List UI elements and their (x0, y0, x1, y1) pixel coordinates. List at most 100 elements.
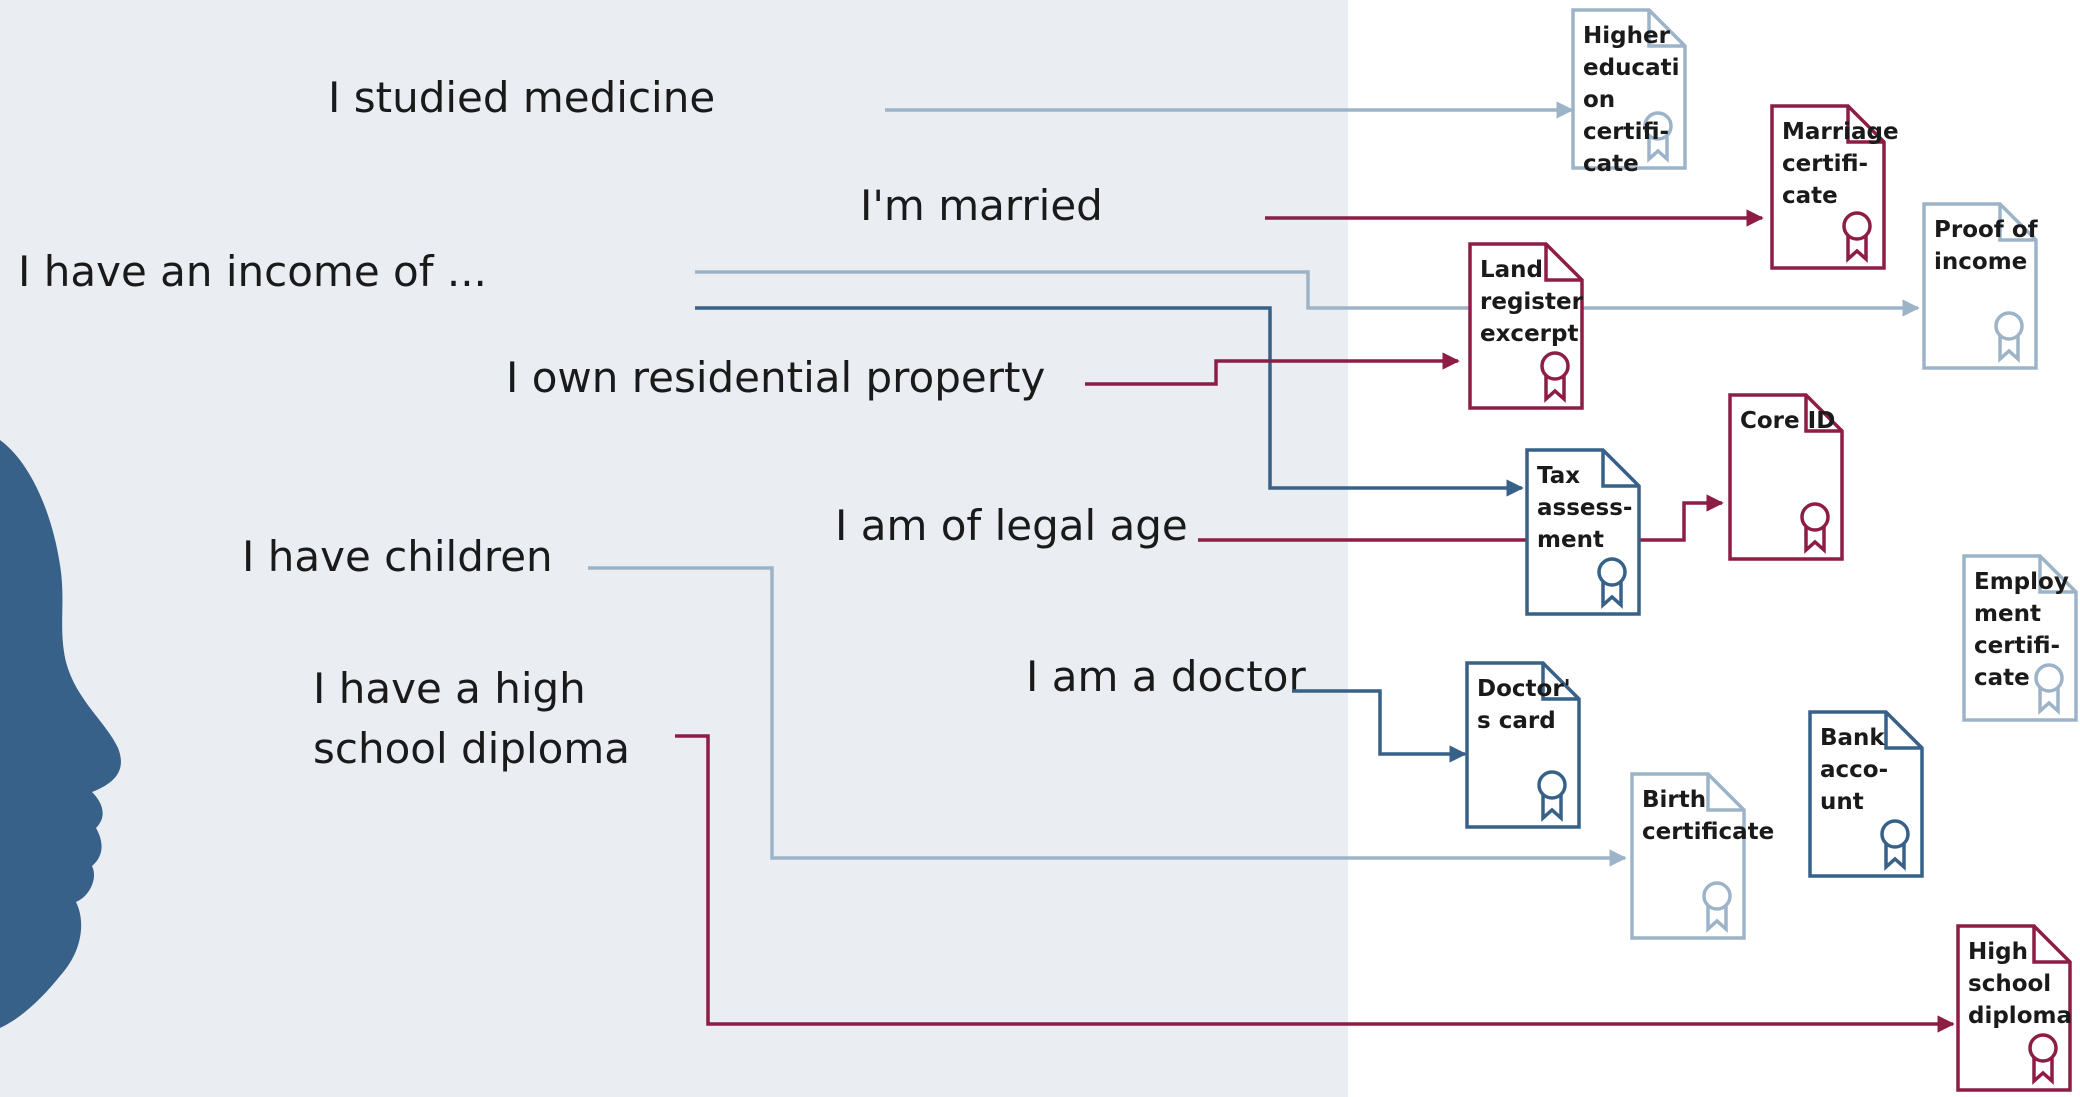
seal-icon (2028, 1033, 2058, 1085)
document-label-line: Employ (1974, 569, 2069, 595)
seal-icon (2034, 663, 2064, 715)
connector-property-to-land-register-excerpt (1085, 352, 1460, 386)
document-label-line: Land (1480, 257, 1543, 283)
document-label: Employ ment certifi-cate (1974, 569, 2069, 691)
document-fold (1804, 395, 1842, 433)
statement-line: I'm married (860, 181, 1103, 230)
connector-doctor-to-doctors-card (1292, 689, 1467, 763)
document-label-line: certifi- (1974, 633, 2060, 659)
seal-icon (1702, 881, 1732, 933)
document-doctors-card: Doctor' s card (1465, 661, 1581, 829)
document-label-line: educati (1583, 55, 1679, 81)
seal-icon (1540, 351, 1570, 403)
document-label-line: Proof of (1934, 217, 2039, 243)
document-fold (1998, 204, 2036, 242)
statement-line: I have an income of ... (18, 247, 487, 296)
document-label-line: cate (1583, 151, 1639, 177)
seal-icon (1643, 111, 1673, 163)
document-fold (1544, 244, 1582, 282)
connector-income-to-proof-of-income (695, 270, 1920, 317)
document-label-line: ment (1537, 527, 1604, 553)
document-label-line: income (1934, 249, 2027, 275)
document-label-line: excerpt (1480, 321, 1578, 347)
statement-line: I have children (242, 532, 553, 581)
statement-line: school diploma (313, 724, 630, 773)
document-core-id: Core ID (1728, 393, 1844, 561)
document-label-line: Tax (1537, 463, 1580, 489)
document-high-school-diploma: High school diploma (1956, 924, 2072, 1092)
document-label-line: school (1968, 971, 2051, 997)
document-land-register-excerpt: Land register excerpt (1468, 242, 1584, 410)
connector-children-to-birth-certificate (588, 566, 1627, 867)
document-label-line: Doctor' (1477, 676, 1571, 702)
statement-line: I am a doctor (1026, 652, 1306, 701)
document-fold (1884, 712, 1922, 750)
left-panel-background (0, 0, 1348, 1097)
connector-diploma-to-high-school-diploma (675, 734, 1955, 1033)
document-fold (1601, 450, 1639, 488)
document-marriage-certificate: Marriage certifi-cate (1770, 104, 1899, 270)
document-label-line: Core ID (1740, 408, 1835, 434)
connector-income-to-tax-assessment (695, 306, 1524, 497)
document-label-line: diploma (1968, 1003, 2072, 1029)
document-label-line: ment (1974, 601, 2041, 627)
document-label: Land register excerpt (1480, 257, 1584, 347)
document-label-line: Marriage (1782, 119, 1899, 145)
document-label-line: certifi- (1782, 151, 1868, 177)
statement-line: I have a high (313, 664, 586, 713)
person-face-silhouette (0, 440, 121, 1028)
statement-line: I studied medicine (328, 73, 715, 122)
document-fold (1846, 106, 1884, 144)
document-label: Tax assess-ment (1537, 463, 1632, 553)
document-higher-education-certificate: Higher educati on certifi-cate (1571, 8, 1687, 177)
seal-icon (1537, 770, 1567, 822)
document-label: Proof of income (1934, 217, 2039, 275)
document-label-line: certifi- (1583, 119, 1669, 145)
document-bank-account: Bank acco-unt (1808, 710, 1924, 878)
statement-doctor: I am a doctor (1026, 652, 1306, 701)
document-label: Doctor' s card (1477, 676, 1571, 734)
document-label-line: Bank (1820, 725, 1885, 751)
statement-studied-medicine: I studied medicine (328, 73, 715, 122)
document-fold (1647, 10, 1685, 48)
document-label-line: on (1583, 87, 1615, 113)
seal-icon (1597, 557, 1627, 609)
document-proof-of-income: Proof of income (1922, 202, 2039, 370)
document-label-line: certificate (1642, 819, 1774, 845)
document-label-line: acco- (1820, 757, 1888, 783)
document-label: High school diploma (1968, 939, 2072, 1029)
seal-icon (1880, 819, 1910, 871)
statement-line: I am of legal age (835, 501, 1188, 550)
statement-diploma: I have a high school diploma (313, 664, 630, 773)
document-label: Higher educati on certifi-cate (1583, 23, 1679, 177)
seal-icon (1842, 211, 1872, 263)
document-label-line: cate (1782, 183, 1838, 209)
statement-legal-age: I am of legal age (835, 501, 1188, 550)
connector-legal-age-to-core-id (1198, 494, 1724, 542)
statement-property: I own residential property (506, 353, 1045, 402)
document-fold (1706, 774, 1744, 812)
document-fold (1541, 663, 1579, 701)
statement-children: I have children (242, 532, 553, 581)
document-label: Marriage certifi-cate (1782, 119, 1899, 209)
document-label-line: unt (1820, 789, 1864, 815)
seal-icon (1994, 311, 2024, 363)
document-label-line: assess- (1537, 495, 1632, 521)
document-fold (2032, 926, 2070, 964)
seal-icon (1800, 502, 1830, 554)
document-tax-assessment: Tax assess-ment (1525, 448, 1641, 616)
document-label-line: Higher (1583, 23, 1671, 49)
statement-married: I'm married (860, 181, 1103, 230)
statement-line: I own residential property (506, 353, 1045, 402)
document-label: Bank acco-unt (1820, 725, 1888, 815)
document-fold (2038, 556, 2076, 594)
document-label-line: s card (1477, 708, 1556, 734)
document-label: Core ID (1740, 408, 1835, 434)
document-label-line: register (1480, 289, 1584, 315)
document-label-line: cate (1974, 665, 2030, 691)
document-label-line: High (1968, 939, 2028, 965)
